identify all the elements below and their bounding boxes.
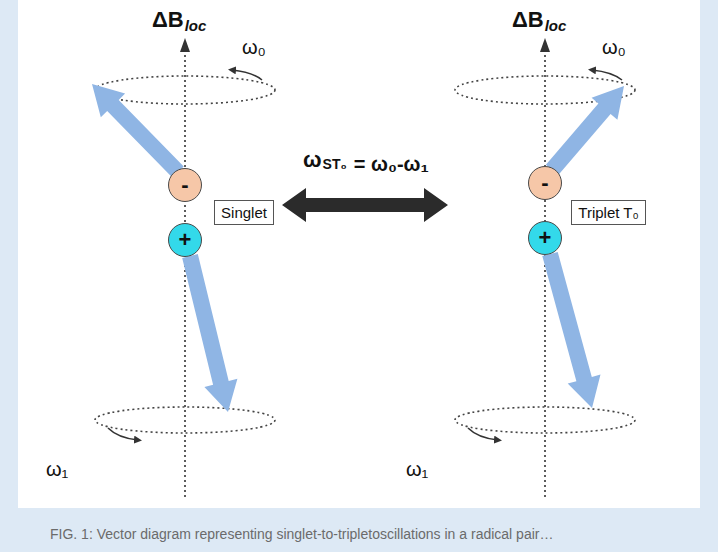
charge-sign: +	[539, 227, 552, 249]
frequency-formula: = ω₀-ω₁	[354, 153, 429, 175]
spin-vector	[546, 86, 624, 175]
charge-sign: -	[541, 172, 548, 194]
rotation-arrow	[108, 428, 138, 440]
axis-head	[180, 38, 190, 52]
negative-radical: -	[168, 168, 202, 202]
precession-orbit	[95, 76, 275, 104]
field-subscript: loc	[185, 18, 207, 35]
spin-vector	[182, 254, 237, 412]
frequency-label: ω₁	[46, 458, 68, 480]
frequency-subscript: ST₀	[323, 157, 347, 172]
charge-sign: -	[181, 174, 188, 196]
white-panel	[18, 0, 700, 508]
state-label: Triplet T₀	[578, 205, 638, 220]
spin-vector	[92, 84, 184, 178]
field-subscript: loc	[545, 18, 567, 35]
negative-radical: -	[528, 166, 562, 200]
rotation-arrow	[232, 70, 262, 80]
frequency-label: ω₁	[406, 458, 428, 480]
state-label: Singlet	[221, 205, 267, 220]
interconversion-arrow	[282, 188, 448, 222]
state-box: Singlet	[214, 200, 274, 225]
state-box: Triplet T₀	[571, 200, 646, 225]
charge-sign: +	[179, 229, 192, 251]
axis-head	[540, 38, 550, 52]
rotation-arrow	[468, 428, 498, 440]
figure-caption: FIG. 1: Vector diagram representing sing…	[50, 526, 553, 542]
rotation-arrow	[592, 70, 622, 80]
spin-vector	[542, 252, 600, 408]
frequency-label: ω₀	[602, 36, 626, 58]
positive-radical: +	[168, 223, 202, 257]
frequency-label: ω	[303, 148, 322, 172]
positive-radical: +	[528, 221, 562, 255]
field-label: ΔB	[152, 8, 184, 32]
precession-orbit	[95, 407, 275, 433]
frequency-label: ω₀	[242, 36, 266, 58]
precession-orbit	[455, 407, 635, 433]
field-label: ΔB	[512, 8, 544, 32]
